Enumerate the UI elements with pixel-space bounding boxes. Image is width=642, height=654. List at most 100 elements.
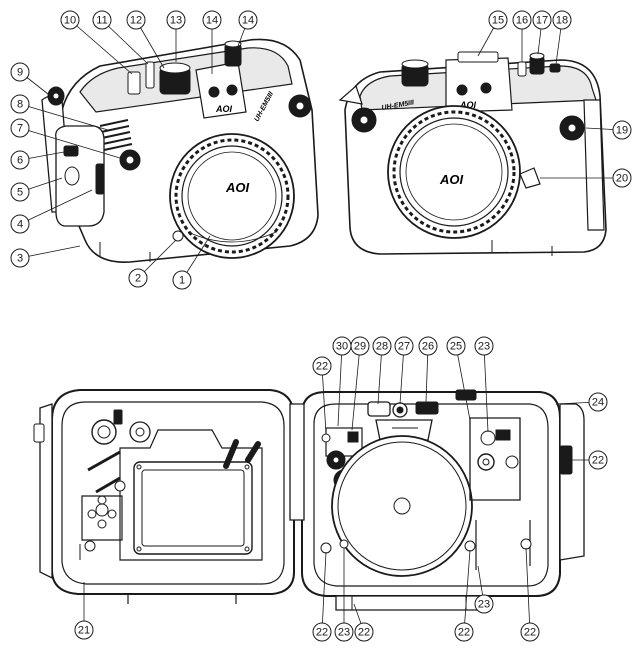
- logo-port-right: AOI: [439, 172, 464, 187]
- callout-circle: [10, 248, 30, 268]
- grip-ribs: [99, 119, 133, 151]
- callout-22e: 22: [454, 622, 474, 642]
- shoe-block: [195, 61, 247, 119]
- callout-26: 26: [418, 336, 438, 356]
- callout-circle: [10, 182, 30, 202]
- callout-23a: 23: [474, 336, 494, 356]
- callout-number: 10: [64, 15, 76, 27]
- callout-number: 22: [316, 627, 328, 639]
- callout-circle: [474, 594, 494, 614]
- callout-circle: [372, 336, 392, 356]
- callout-number: 22: [458, 627, 470, 639]
- callout-circle: [532, 10, 552, 30]
- callout-circle: [60, 10, 80, 30]
- callout-number: 12: [130, 15, 142, 27]
- top-button-right: [517, 61, 527, 77]
- callout-circle: [552, 10, 572, 30]
- callout-circle: [418, 336, 438, 356]
- callout-23b: 23: [334, 622, 354, 642]
- callout-number: 28: [376, 341, 388, 353]
- front-right-view: AOI AOI UH-EM5III: [338, 51, 607, 256]
- left-gear-knob: [351, 107, 377, 133]
- callout-circle: [202, 10, 222, 30]
- callout-22a: 22: [312, 356, 332, 376]
- callout-number: 15: [492, 15, 504, 27]
- callout-circle: [10, 62, 30, 82]
- callout-number: 30: [336, 341, 348, 353]
- callout-number: 17: [536, 15, 548, 27]
- callout-number: 25: [450, 341, 462, 353]
- top-button: [145, 61, 155, 89]
- callout-6: 6: [10, 150, 30, 170]
- callout-number: 23: [478, 599, 490, 611]
- callout-circle: [10, 150, 30, 170]
- callout-5: 5: [10, 182, 30, 202]
- callout-23c: 23: [474, 594, 494, 614]
- callout-circle: [612, 168, 632, 188]
- callout-number: 2: [135, 273, 141, 285]
- monitor-window: [119, 429, 263, 561]
- callout-number: 9: [17, 67, 23, 79]
- logo-top: AOI: [215, 104, 233, 114]
- callout-circle: [488, 10, 508, 30]
- callout-9: 9: [10, 62, 30, 82]
- grip-dial: [95, 163, 105, 195]
- shoe-block-right: [445, 57, 513, 113]
- interior-back-door: [33, 389, 295, 604]
- callout-22b: 22: [588, 450, 608, 470]
- callout-12: 12: [126, 10, 146, 30]
- callout-circle: [354, 622, 374, 642]
- callout-number: 13: [170, 15, 182, 27]
- front-port-right: AOI: [387, 105, 521, 239]
- callout-number: 24: [592, 397, 604, 409]
- front-left-view: AOI: [41, 38, 319, 263]
- callout-22c: 22: [312, 622, 332, 642]
- lens-release-lever: [519, 167, 541, 189]
- callout-27: 27: [394, 336, 414, 356]
- callout-circle: [10, 94, 30, 114]
- callout-number: 14: [206, 15, 218, 27]
- callout-number: 19: [616, 125, 628, 137]
- lens-mount: [331, 435, 473, 577]
- callout-number: 11: [96, 15, 107, 27]
- top-left-knob-right-view: [401, 59, 429, 87]
- hole-right: [226, 84, 238, 96]
- callout-circle: [454, 622, 474, 642]
- callout-circle: [474, 336, 494, 356]
- callout-25: 25: [446, 336, 466, 356]
- callout-17: 17: [532, 10, 552, 30]
- callout-circle: [334, 622, 354, 642]
- callout-number: 23: [338, 627, 350, 639]
- callout-number: 8: [17, 99, 23, 111]
- screw-br: [464, 540, 476, 552]
- callout-number: 1: [179, 275, 185, 287]
- callout-circle: [612, 120, 632, 140]
- screw-bl: [320, 542, 332, 554]
- callout-1: 1: [172, 270, 192, 290]
- inner-button-28: [367, 401, 391, 417]
- left-knob: [47, 86, 65, 106]
- d-pad: [81, 495, 123, 541]
- callout-14b: 14: [238, 10, 258, 30]
- callout-circle: [446, 336, 466, 356]
- grip-switch: [63, 145, 79, 157]
- callout-circle: [394, 336, 414, 356]
- callout-8: 8: [10, 94, 30, 114]
- callout-number: 26: [422, 341, 434, 353]
- callout-number: 23: [478, 341, 490, 353]
- callout-29: 29: [350, 336, 370, 356]
- mode-dial: [159, 62, 191, 95]
- callout-number: 14: [242, 15, 254, 27]
- callout-2: 2: [128, 268, 148, 288]
- callout-18: 18: [552, 10, 572, 30]
- callout-20: 20: [612, 168, 632, 188]
- callout-circle: [74, 620, 94, 640]
- logo-top-right: AOI: [459, 100, 477, 110]
- screw-tl: [321, 433, 331, 443]
- front-gear-dial: [119, 149, 141, 171]
- callout-28: 28: [372, 336, 392, 356]
- callout-16: 16: [512, 10, 532, 30]
- callout-circle: [172, 270, 192, 290]
